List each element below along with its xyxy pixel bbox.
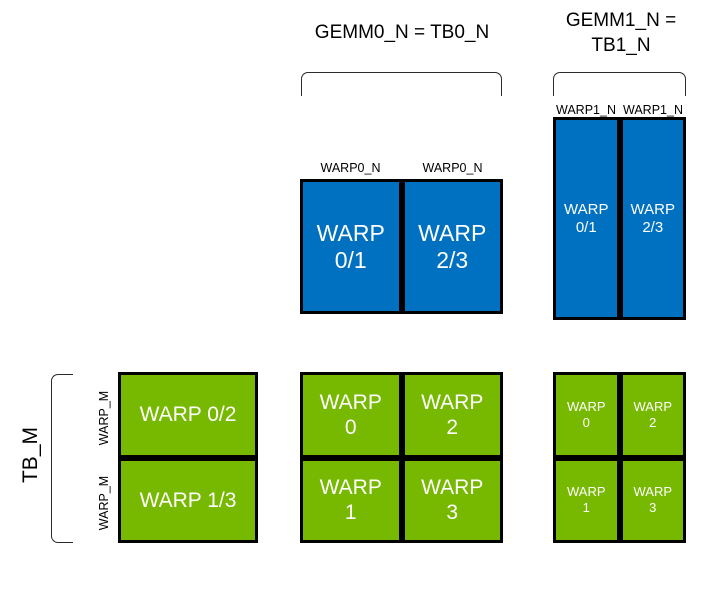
- tb-m-bracket: [51, 374, 73, 543]
- green-block-group-middle: WARP 0 WARP 2 WARP 1 WARP 3: [300, 372, 503, 543]
- green-cell-right-warp-2[interactable]: WARP 2: [619, 372, 686, 458]
- blue-block-group-gemm0: WARP 0/1 WARP 2/3: [300, 179, 503, 314]
- warp0-n-label-left: WARP0_N: [320, 161, 381, 175]
- gemm0-bracket: [301, 72, 502, 96]
- green-cell-right-warp-0[interactable]: WARP 0: [553, 372, 620, 458]
- tb-m-label: TB_M: [19, 427, 42, 484]
- blue-cell-gemm0-warp-2-3[interactable]: WARP 2/3: [401, 179, 503, 314]
- green-cell-right-warp-3[interactable]: WARP 3: [619, 457, 686, 543]
- green-cell-middle-warp-2[interactable]: WARP 2: [401, 372, 503, 458]
- green-block-group-right: WARP 0 WARP 2 WARP 1 WARP 3: [553, 372, 686, 543]
- blue-cell-gemm1-warp-2-3[interactable]: WARP 2/3: [619, 117, 686, 320]
- green-cell-left-warp-1-3[interactable]: WARP 1/3: [118, 457, 258, 543]
- green-cell-right-warp-1[interactable]: WARP 1: [553, 457, 620, 543]
- gemm1-bracket: [553, 72, 686, 96]
- warp1-n-label-right: WARP1_N: [623, 103, 683, 117]
- blue-block-group-gemm1: WARP 0/1 WARP 2/3: [553, 117, 686, 320]
- blue-cell-gemm0-warp-0-1[interactable]: WARP 0/1: [300, 179, 402, 314]
- warp0-n-label-right: WARP0_N: [422, 161, 483, 175]
- warp1-n-label-left: WARP1_N: [556, 103, 616, 117]
- warp-m-label-top: WARP_M: [97, 390, 111, 446]
- gemm0-title: GEMM0_N = TB0_N: [314, 22, 490, 43]
- gemm1-title: GEMM1_N = TB1_N: [565, 10, 677, 56]
- green-cell-left-warp-0-2[interactable]: WARP 0/2: [118, 372, 258, 458]
- green-cell-middle-warp-1[interactable]: WARP 1: [300, 457, 402, 543]
- green-cell-middle-warp-0[interactable]: WARP 0: [300, 372, 402, 458]
- green-block-group-left: WARP 0/2 WARP 1/3: [118, 372, 258, 543]
- green-cell-middle-warp-3[interactable]: WARP 3: [401, 457, 503, 543]
- blue-cell-gemm1-warp-0-1[interactable]: WARP 0/1: [553, 117, 620, 320]
- warp-m-label-bottom: WARP_M: [97, 475, 111, 531]
